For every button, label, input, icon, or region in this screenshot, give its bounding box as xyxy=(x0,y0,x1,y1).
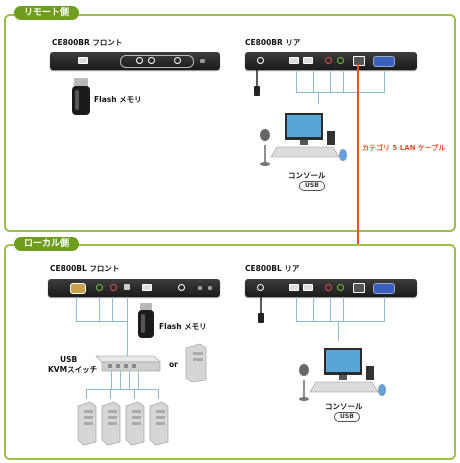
local-rear-title: CE800BL リア xyxy=(245,264,300,273)
remote-rear-device xyxy=(245,52,417,70)
flash-drive-icon xyxy=(72,78,90,115)
remote-section-tab: リモート側 xyxy=(14,6,80,20)
lan-cable-line xyxy=(357,64,359,292)
rear-power-jack xyxy=(257,284,264,291)
front-led xyxy=(198,286,202,290)
connector-line xyxy=(158,389,159,399)
front-led xyxy=(200,59,205,63)
front-usb-port xyxy=(142,284,152,291)
connector-line xyxy=(343,70,344,92)
rear-usb-port xyxy=(289,284,299,291)
lan-cable-label: カテゴリ 5 LAN ケーブル xyxy=(362,144,446,152)
connector-line xyxy=(86,389,87,399)
front-usb-b-port xyxy=(124,284,130,290)
front-serial-port xyxy=(70,283,86,294)
remote-console-usb-badge: USB xyxy=(299,181,325,191)
flash-drive-icon xyxy=(138,303,154,338)
front-usb-port xyxy=(78,57,88,64)
front-audio-jack xyxy=(96,284,103,291)
connector-bus xyxy=(296,92,385,93)
connector-line xyxy=(99,297,100,321)
rear-vga-port xyxy=(373,283,395,294)
connector-line xyxy=(76,297,77,321)
power-cord-icon xyxy=(258,297,264,323)
remote-console-label: コンソール xyxy=(288,171,326,180)
computer-tower-icon xyxy=(125,401,145,446)
connector-line xyxy=(138,371,139,389)
local-flash-label: Flash メモリ xyxy=(159,322,207,331)
rear-audio-jack xyxy=(337,284,344,291)
rear-rj45-port xyxy=(353,283,365,293)
connector-line xyxy=(330,70,331,92)
local-front-device xyxy=(48,279,220,297)
connector-line xyxy=(318,92,319,104)
rear-usb-port xyxy=(303,284,313,291)
console-set-icon xyxy=(260,113,347,166)
kvm-switch-icon xyxy=(95,355,161,372)
connector-line xyxy=(296,70,297,92)
local-front-title: CE800BL フロント xyxy=(50,264,120,273)
connector-line xyxy=(127,297,128,321)
front-button xyxy=(174,57,181,64)
computer-tower-icon xyxy=(77,401,97,446)
local-section-tab: ローカル側 xyxy=(14,237,80,251)
connector-line xyxy=(313,297,314,321)
rear-usb-port xyxy=(303,57,313,64)
kvm-label-line1: USB xyxy=(60,355,78,364)
power-cord-icon xyxy=(254,70,260,96)
rear-rj45-port xyxy=(353,56,365,66)
remote-flash-label: Flash メモリ xyxy=(94,95,142,104)
rear-audio-jack xyxy=(325,57,332,64)
connector-line xyxy=(134,389,135,399)
connector-bus xyxy=(296,321,385,322)
connector-bus xyxy=(86,389,158,390)
connector-line xyxy=(110,389,111,399)
front-audio-jack xyxy=(110,284,117,291)
console-set-icon xyxy=(299,348,386,401)
connector-line xyxy=(120,371,121,389)
local-console-label: コンソール xyxy=(325,402,363,411)
connector-line xyxy=(384,297,385,321)
remote-front-title: CE800BR フロント xyxy=(52,38,123,47)
rear-audio-jack xyxy=(337,57,344,64)
or-label: or xyxy=(169,360,178,369)
connector-line xyxy=(127,321,128,357)
computer-tower-icon xyxy=(101,401,121,446)
rear-audio-jack xyxy=(325,284,332,291)
connector-line xyxy=(313,70,314,92)
front-audio-jack xyxy=(136,57,143,64)
front-audio-jack xyxy=(148,57,155,64)
connector-line xyxy=(129,371,130,389)
front-button xyxy=(178,284,185,291)
kvm-label-line2: KVMスイッチ xyxy=(48,365,98,374)
remote-panel xyxy=(4,14,456,232)
front-port-panel xyxy=(120,55,194,68)
connector-line xyxy=(296,297,297,321)
local-rear-device xyxy=(245,279,417,297)
server-tower-icon xyxy=(185,343,207,382)
connector-bus xyxy=(76,321,128,322)
local-console-usb-badge: USB xyxy=(334,412,360,422)
connector-line xyxy=(384,70,385,92)
connector-line xyxy=(111,371,112,389)
connector-line xyxy=(330,297,331,321)
remote-front-device xyxy=(50,52,220,70)
rear-vga-port xyxy=(373,56,395,67)
connector-line xyxy=(112,297,113,321)
front-led xyxy=(208,286,212,290)
remote-rear-title: CE800BR リア xyxy=(245,38,301,47)
rear-power-jack xyxy=(257,57,264,64)
rear-usb-port xyxy=(289,57,299,64)
connector-line xyxy=(343,297,344,321)
computer-tower-icon xyxy=(149,401,169,446)
connector-line xyxy=(338,321,339,341)
